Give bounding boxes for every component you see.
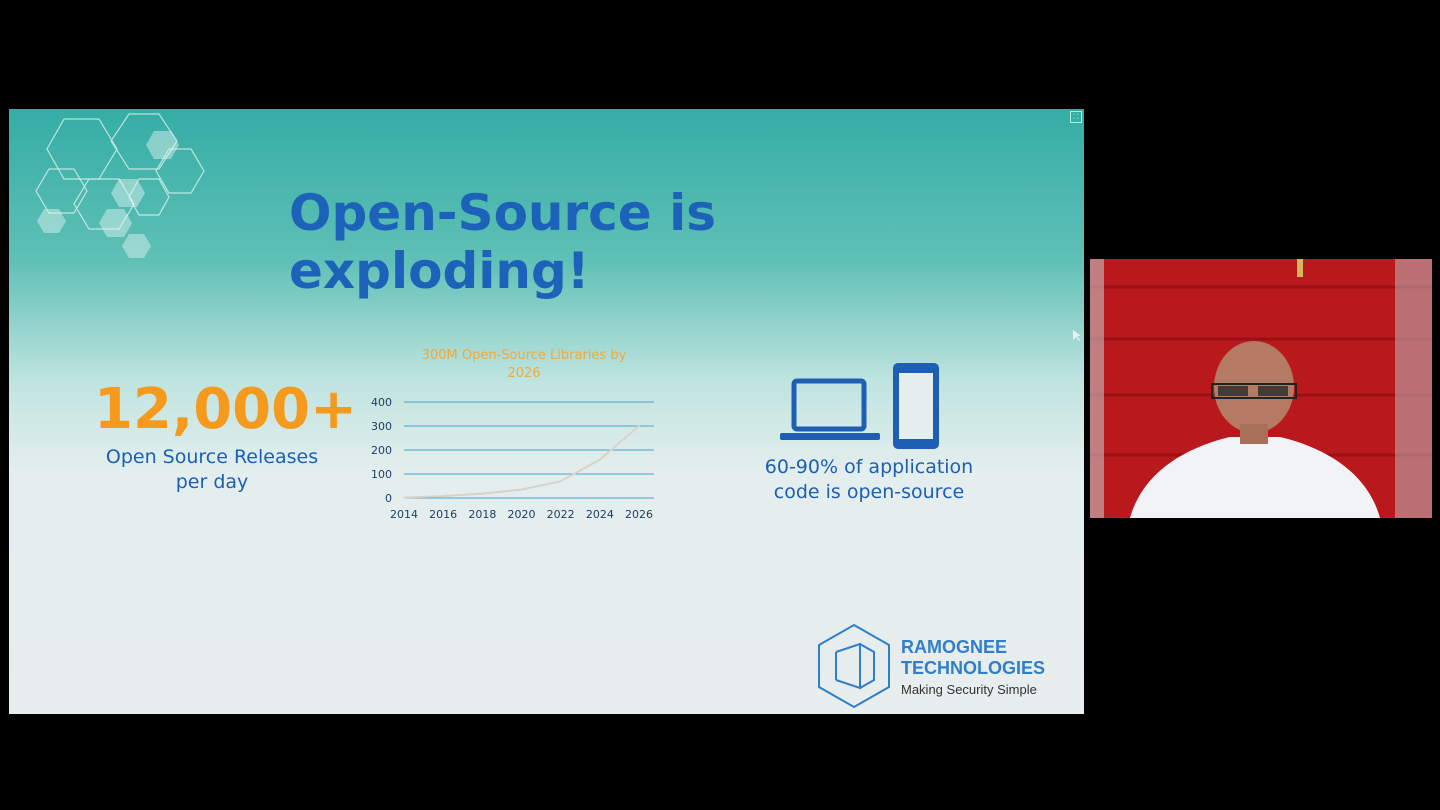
mouse-cursor-icon bbox=[1073, 330, 1081, 341]
y-tick-label: 300 bbox=[371, 420, 392, 433]
devices-label-line1: 60-90% of application bbox=[764, 456, 974, 478]
ramognee-logo-icon bbox=[818, 623, 890, 709]
hexagon-pattern-decoration bbox=[35, 113, 205, 258]
company-name: RAMOGNEE TECHNOLOGIES bbox=[901, 637, 1084, 679]
releases-stat-value: 12,000+ bbox=[94, 377, 358, 442]
smartphone-icon bbox=[893, 363, 939, 449]
y-tick-label: 0 bbox=[385, 492, 392, 505]
x-tick-label: 2020 bbox=[508, 508, 536, 521]
devices-label: 60-90% of application code is open-sourc… bbox=[744, 455, 994, 505]
releases-stat-label: Open Source Releases per day bbox=[87, 445, 337, 495]
devices-illustration bbox=[780, 363, 939, 449]
chart-data-point bbox=[559, 480, 562, 482]
company-name-line1: RAMOGNEE bbox=[901, 637, 1008, 657]
devices-label-line2: code is open-source bbox=[773, 481, 965, 503]
y-tick-label: 100 bbox=[371, 468, 392, 481]
chart-series-line bbox=[403, 425, 640, 499]
company-name-line2: TECHNOLOGIES bbox=[901, 658, 1046, 678]
slide-title: Open-Source is exploding! bbox=[289, 184, 717, 300]
libraries-line-chart: 0 100 200 300 400 2014 2016 2018 2020 2022 2024 202… bbox=[371, 396, 654, 521]
chart-data-point bbox=[599, 458, 601, 461]
y-tick-label: 400 bbox=[371, 396, 392, 409]
presenter-webcam-feed bbox=[1090, 259, 1432, 518]
chart-data-point bbox=[403, 496, 405, 499]
x-tick-label: 2014 bbox=[390, 508, 418, 521]
chart-data-point bbox=[442, 495, 444, 497]
x-tick-label: 2016 bbox=[429, 508, 457, 521]
laptop-icon bbox=[780, 378, 880, 440]
releases-stat-label-line2: per day bbox=[175, 471, 249, 493]
presenter-video bbox=[1090, 259, 1432, 518]
presentation-slide: ⛶ Open-Source is exploding! 12,000+ Open… bbox=[9, 109, 1084, 714]
x-tick-label: 2024 bbox=[586, 508, 614, 521]
releases-stat-label-line1: Open Source Releases bbox=[105, 446, 319, 468]
y-tick-label: 200 bbox=[371, 444, 392, 457]
chart-data-point bbox=[638, 425, 640, 427]
x-tick-label: 2018 bbox=[468, 508, 496, 521]
x-tick-label: 2026 bbox=[625, 508, 653, 521]
chart-title: 300M Open-Source Libraries by 2026 bbox=[394, 347, 654, 383]
expand-icon[interactable]: ⛶ bbox=[1070, 111, 1082, 123]
chart-data-point bbox=[520, 488, 523, 491]
chart-data-point bbox=[481, 492, 484, 495]
x-tick-label: 2022 bbox=[547, 508, 575, 521]
chart-title-line1: 300M Open-Source Libraries by bbox=[421, 348, 627, 363]
company-tagline: Making Security Simple bbox=[901, 682, 1037, 697]
chart-title-line2: 2026 bbox=[507, 366, 541, 381]
